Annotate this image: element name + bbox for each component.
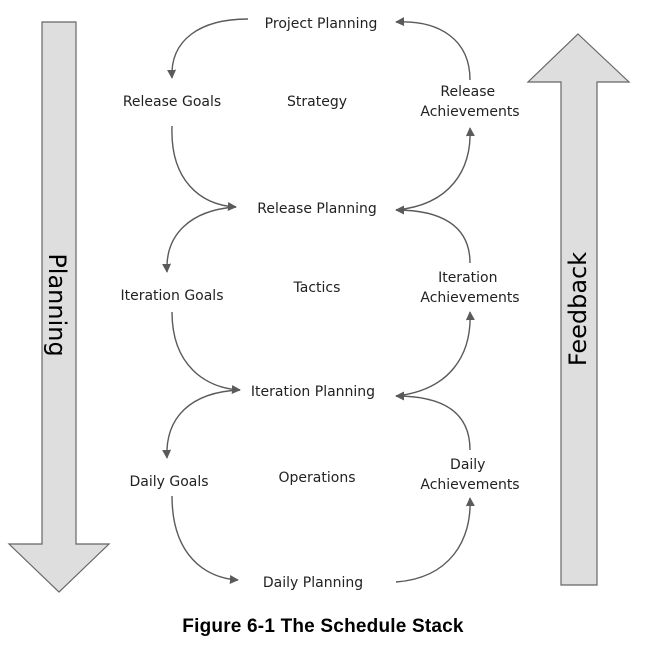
node-iteration-achievements: Iteration Achievements bbox=[420, 270, 519, 306]
feedback-arrow: Feedback bbox=[526, 33, 631, 586]
connector-iteration-achievements-to-release-planning bbox=[395, 205, 471, 264]
node-release-planning: Release Planning bbox=[257, 201, 376, 217]
planning-nodes: Project Planning Release Planning Iterat… bbox=[251, 16, 377, 591]
node-iteration-planning: Iteration Planning bbox=[251, 384, 375, 400]
node-daily-goals: Daily Goals bbox=[129, 474, 208, 490]
planning-arrow-label: Planning bbox=[43, 253, 71, 356]
connector-project-planning-to-release-goals bbox=[167, 18, 249, 79]
planning-arrow: Planning bbox=[7, 21, 111, 593]
achievement-nodes: Release Achievements Iteration Achieveme… bbox=[420, 84, 519, 493]
node-release-achievements-line2: Achievements bbox=[420, 104, 519, 120]
node-daily-achievements: Daily Achievements bbox=[420, 457, 519, 493]
connector-daily-goals-to-daily-planning bbox=[171, 495, 239, 584]
node-project-planning: Project Planning bbox=[265, 16, 378, 32]
connector-release-achievements-to-project-planning bbox=[395, 17, 471, 81]
connector-iteration-goals-to-iteration-planning bbox=[171, 311, 241, 395]
node-daily-achievements-line1: Daily bbox=[450, 457, 485, 473]
feedback-arrow-shape bbox=[526, 33, 631, 586]
node-release-goals: Release Goals bbox=[123, 94, 221, 110]
node-iteration-achievements-line1: Iteration bbox=[438, 270, 497, 286]
connector-release-goals-to-release-planning bbox=[171, 125, 237, 212]
connector-iteration-planning-to-iteration-achievements bbox=[395, 311, 475, 397]
flow-connectors bbox=[162, 17, 475, 584]
node-daily-achievements-line2: Achievements bbox=[420, 477, 519, 493]
node-release-achievements: Release Achievements bbox=[420, 84, 519, 120]
planning-arrow-shape bbox=[7, 21, 111, 593]
figure-caption: Figure 6-1 The Schedule Stack bbox=[182, 616, 464, 637]
connector-daily-achievements-to-iteration-planning bbox=[395, 391, 471, 451]
goal-nodes: Release Goals Iteration Goals Daily Goal… bbox=[120, 94, 223, 490]
node-iteration-goals: Iteration Goals bbox=[120, 288, 223, 304]
connector-release-planning-to-iteration-goals bbox=[162, 206, 237, 273]
node-iteration-achievements-line2: Achievements bbox=[420, 290, 519, 306]
connector-release-planning-to-release-achievements bbox=[395, 127, 475, 211]
band-label-operations: Operations bbox=[279, 470, 356, 486]
node-release-achievements-line1: Release bbox=[440, 84, 495, 100]
feedback-arrow-label: Feedback bbox=[564, 252, 592, 366]
band-labels: Strategy Tactics Operations bbox=[279, 94, 356, 486]
band-label-tactics: Tactics bbox=[293, 280, 341, 296]
connector-daily-planning-to-daily-achievements bbox=[395, 497, 475, 583]
connector-iteration-planning-to-daily-goals bbox=[162, 389, 241, 459]
node-daily-planning: Daily Planning bbox=[263, 575, 363, 591]
band-label-strategy: Strategy bbox=[287, 94, 347, 110]
